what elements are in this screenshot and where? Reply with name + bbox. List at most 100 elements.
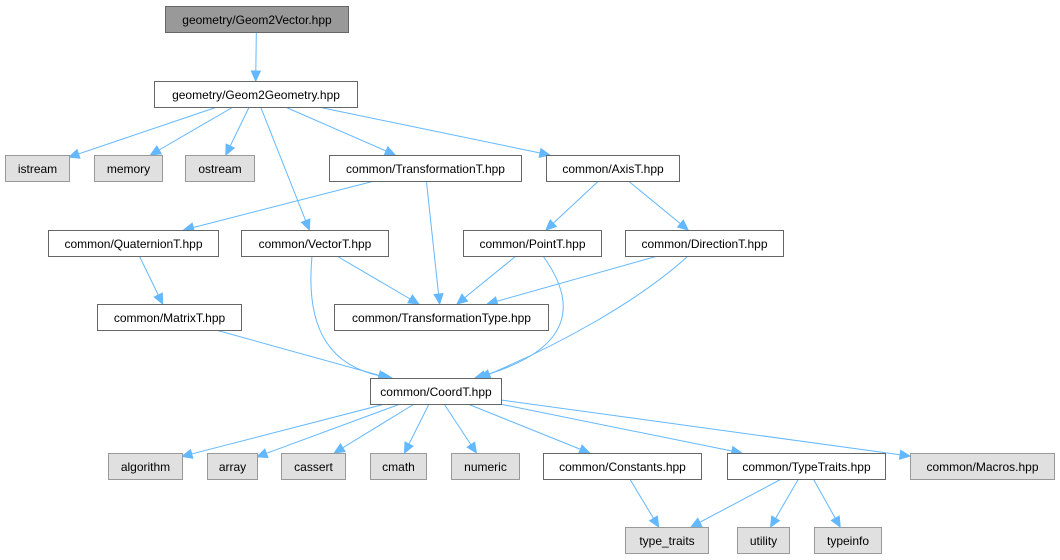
- node-typeTraits[interactable]: common/TypeTraits.hpp: [727, 453, 886, 480]
- edge-axisT-to-pointT: [545, 180, 599, 231]
- node-box: [94, 155, 163, 182]
- node-geom2vector[interactable]: geometry/Geom2Vector.hpp: [165, 6, 349, 33]
- edge-line: [181, 403, 386, 457]
- edge-transformationT-to-transformationType: [425, 180, 444, 306]
- node-constants[interactable]: common/Constants.hpp: [543, 453, 702, 480]
- node-label: common/TransformationType.hpp: [352, 311, 531, 325]
- arrowhead-icon: [648, 515, 660, 529]
- node-label: common/Constants.hpp: [559, 460, 686, 474]
- node-type_traits: type_traits: [625, 527, 709, 554]
- node-box: [625, 230, 784, 257]
- edge-coordT-to-typeTraits: [499, 403, 743, 457]
- node-transformationType[interactable]: common/TransformationType.hpp: [334, 304, 549, 331]
- node-box: [48, 230, 219, 257]
- edge-geom2geometry-to-transformationT: [285, 106, 397, 156]
- node-box: [154, 81, 358, 108]
- edge-coordT-to-constants: [467, 403, 591, 454]
- arrowhead-icon: [466, 441, 478, 455]
- edge-line: [336, 255, 420, 305]
- arrowhead-icon: [769, 515, 781, 529]
- edge-quaternionT-to-matrixT: [138, 255, 164, 306]
- node-label: memory: [107, 162, 150, 176]
- node-pointT[interactable]: common/PointT.hpp: [463, 230, 602, 257]
- node-vectorT[interactable]: common/VectorT.hpp: [241, 230, 389, 257]
- edge-coordT-to-array: [255, 403, 401, 459]
- arrowhead-icon: [250, 70, 262, 83]
- edge-directionT-to-transformationType: [486, 255, 658, 307]
- arrowhead-icon: [225, 143, 236, 157]
- edge-geom2geometry-to-istream: [67, 106, 218, 159]
- node-algorithm: algorithm: [108, 453, 183, 480]
- node-axisT[interactable]: common/AxisT.hpp: [546, 155, 680, 182]
- node-label: common/Macros.hpp: [926, 460, 1038, 474]
- edge-line: [474, 255, 564, 379]
- node-directionT[interactable]: common/DirectionT.hpp: [625, 230, 784, 257]
- edge-line: [333, 403, 415, 454]
- edge-line: [545, 180, 599, 231]
- edge-line: [215, 329, 389, 379]
- arrowhead-icon: [383, 145, 397, 156]
- edge-transformationT-to-quaternionT: [182, 180, 375, 233]
- arrowhead-icon: [456, 293, 469, 305]
- node-utility: utility: [737, 527, 790, 554]
- arrowhead-icon: [545, 218, 558, 231]
- arrowhead-icon: [676, 219, 690, 231]
- node-box: [543, 453, 702, 480]
- node-box: [5, 155, 70, 182]
- edge-line: [499, 403, 742, 454]
- edge-line: [285, 106, 396, 156]
- edge-geom2geometry-to-axisT: [318, 106, 551, 159]
- arrowhead-icon: [149, 145, 163, 156]
- node-label: common/AxisT.hpp: [562, 162, 664, 176]
- arrowhead-icon: [255, 448, 269, 459]
- node-cmath: cmath: [370, 453, 427, 480]
- node-quaternionT[interactable]: common/QuaternionT.hpp: [48, 230, 219, 257]
- node-label: common/CoordT.hpp: [380, 385, 492, 399]
- node-coordT[interactable]: common/CoordT.hpp: [370, 378, 502, 405]
- arrowhead-icon: [689, 517, 703, 528]
- arrowhead-icon: [898, 449, 912, 460]
- node-transformationT[interactable]: common/TransformationT.hpp: [329, 155, 522, 182]
- node-box: [334, 304, 549, 331]
- edge-line: [183, 180, 375, 231]
- node-label: common/TypeTraits.hpp: [742, 460, 871, 474]
- node-box: [625, 527, 709, 554]
- edge-line: [628, 180, 689, 231]
- node-box: [737, 527, 790, 554]
- edge-geom2vector-to-geom2geometry: [250, 31, 262, 83]
- node-label: istream: [18, 162, 57, 176]
- node-box: [546, 155, 680, 182]
- node-label: array: [219, 460, 246, 474]
- node-label: common/VectorT.hpp: [259, 237, 372, 251]
- node-box: [910, 453, 1055, 480]
- node-typeinfo: typeinfo: [814, 527, 882, 554]
- edge-line: [456, 255, 517, 305]
- node-label: algorithm: [121, 460, 170, 474]
- node-box: [165, 6, 349, 33]
- node-macros: common/Macros.hpp: [910, 453, 1055, 480]
- node-geom2geometry[interactable]: geometry/Geom2Geometry.hpp: [154, 81, 358, 108]
- node-box: [108, 453, 183, 480]
- edge-line: [690, 478, 782, 528]
- node-array: array: [207, 453, 258, 480]
- node-box: [463, 230, 602, 257]
- arrowhead-icon: [830, 515, 841, 529]
- node-matrixT[interactable]: common/MatrixT.hpp: [97, 304, 242, 331]
- node-label: utility: [750, 534, 777, 548]
- edge-constants-to-type_traits: [629, 478, 660, 529]
- arrowhead-icon: [333, 443, 346, 454]
- edge-line: [260, 106, 310, 231]
- node-numeric: numeric: [451, 453, 520, 480]
- arrowhead-icon: [407, 294, 420, 305]
- edge-line: [150, 106, 234, 156]
- node-box: [814, 527, 882, 554]
- edge-pointT-to-transformationType: [456, 255, 517, 305]
- arrowhead-icon: [300, 218, 311, 232]
- edge-line: [256, 403, 401, 458]
- edge-line: [467, 403, 590, 454]
- edge-geom2geometry-to-ostream: [225, 106, 250, 157]
- node-box: [241, 230, 389, 257]
- arrowhead-icon: [180, 448, 194, 459]
- edge-line: [487, 255, 658, 305]
